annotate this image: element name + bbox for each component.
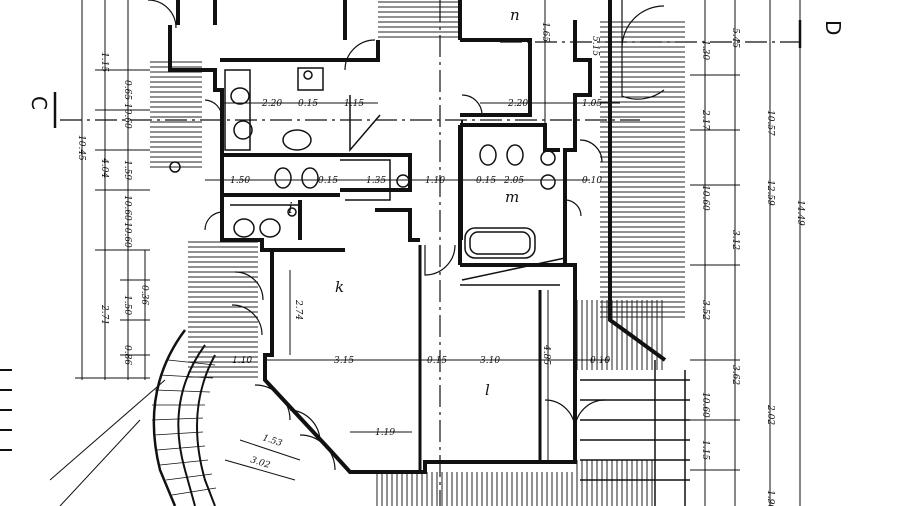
- right-dimension-lines: [544, 0, 801, 506]
- right-dimension-texts: 1.65 5.15 1.30 5.45 10.57 2.17 12.59 14.…: [540, 22, 805, 506]
- dim-label: 1.30: [700, 40, 710, 60]
- dim-label: 0.10: [582, 176, 602, 186]
- dim-label: 10.60: [122, 195, 132, 221]
- door-swings: [147, 0, 665, 471]
- dim-label: 10.60: [700, 392, 710, 418]
- section-marker-c: C: [27, 92, 57, 128]
- dim-label: 0.10: [590, 356, 610, 366]
- dim-label: 2.02: [765, 404, 775, 425]
- dim-label: 5.15: [590, 36, 600, 56]
- dim-label: 1.50: [230, 176, 250, 186]
- partitions: [224, 67, 566, 281]
- stair-hatching: [150, 0, 685, 506]
- dim-label: 1.10: [232, 356, 252, 366]
- dim-label: 0.15: [318, 176, 338, 186]
- dim-label: 4.04: [99, 157, 109, 178]
- dim-label: 3.52: [700, 300, 710, 320]
- dim-label: 1.10: [425, 176, 445, 186]
- dim-label: 3.15: [334, 356, 354, 366]
- axis-lines: [60, 0, 800, 506]
- dim-label: 1.15: [344, 99, 364, 109]
- dim-label: 2.05: [503, 176, 524, 186]
- dim-label: 0.15: [476, 176, 496, 186]
- edge-mark: [0, 369, 12, 451]
- dim-label: 0.65: [122, 80, 132, 100]
- dim-label: 10.57: [765, 110, 775, 136]
- section-marker-d: D: [798, 20, 845, 48]
- dim-label: 1.59: [122, 160, 132, 180]
- sanitary-fixtures: [169, 70, 556, 238]
- dim-label: 1.50: [122, 295, 132, 315]
- dim-label: 3.02: [249, 455, 271, 471]
- dim-label: 3.12: [730, 230, 740, 250]
- dim-label: 1.65: [540, 22, 550, 42]
- dim-label: 1.05: [582, 99, 602, 109]
- dim-label: 0.36: [139, 285, 149, 305]
- dim-label: 14.49: [795, 200, 805, 226]
- curved-bay: [49, 329, 217, 506]
- room-label-l: l: [485, 381, 490, 399]
- dim-label: 10.60: [122, 222, 132, 248]
- dim-label: 10.60: [122, 103, 132, 129]
- dim-label: 5.45: [730, 28, 740, 48]
- interior-dimension-lines: [205, 102, 620, 481]
- left-dimension-texts: 1.15 0.65 10.60 10.45 4.04 1.59 10.60 10…: [76, 52, 149, 365]
- dim-label: 1.53: [261, 433, 283, 449]
- dim-label: 10.45: [76, 135, 86, 161]
- walls: [168, 0, 667, 474]
- dim-label: 4.85: [541, 344, 551, 365]
- room-label-n: n: [510, 6, 520, 24]
- dim-label: 2.17: [700, 109, 710, 130]
- dim-label: 2.71: [99, 304, 109, 325]
- left-dimension-lines: [75, 0, 150, 380]
- room-labels: k l m n i: [288, 6, 520, 399]
- dim-label: 2.20: [261, 99, 282, 109]
- section-label-c: C: [27, 96, 51, 110]
- dim-label: 12.59: [765, 180, 775, 206]
- room-label-i: i: [288, 199, 293, 217]
- dim-label: 0.15: [298, 99, 318, 109]
- room-label-m: m: [505, 188, 519, 206]
- dim-label: 1.15: [700, 440, 710, 460]
- dim-label: 0.15: [427, 356, 447, 366]
- dim-label: 1.19: [375, 428, 395, 438]
- dim-label: 1.35: [366, 176, 386, 186]
- room-label-k: k: [335, 278, 344, 296]
- pergola: [580, 360, 690, 506]
- dim-label: 0.86: [122, 345, 132, 365]
- dim-label: 2.74: [293, 299, 303, 320]
- section-label-d: D: [821, 20, 845, 35]
- dim-label: 10.60: [700, 185, 710, 211]
- interior-dimension-texts: 2.20 0.15 1.15 2.20 1.05 1.50 0.15 1.35 …: [230, 99, 610, 471]
- dim-label: 2.20: [507, 99, 528, 109]
- dim-label: 3.62: [730, 365, 740, 385]
- dim-label: 1.15: [99, 52, 109, 72]
- dim-label: 3.10: [480, 356, 500, 366]
- dim-label: 1.90: [765, 490, 775, 506]
